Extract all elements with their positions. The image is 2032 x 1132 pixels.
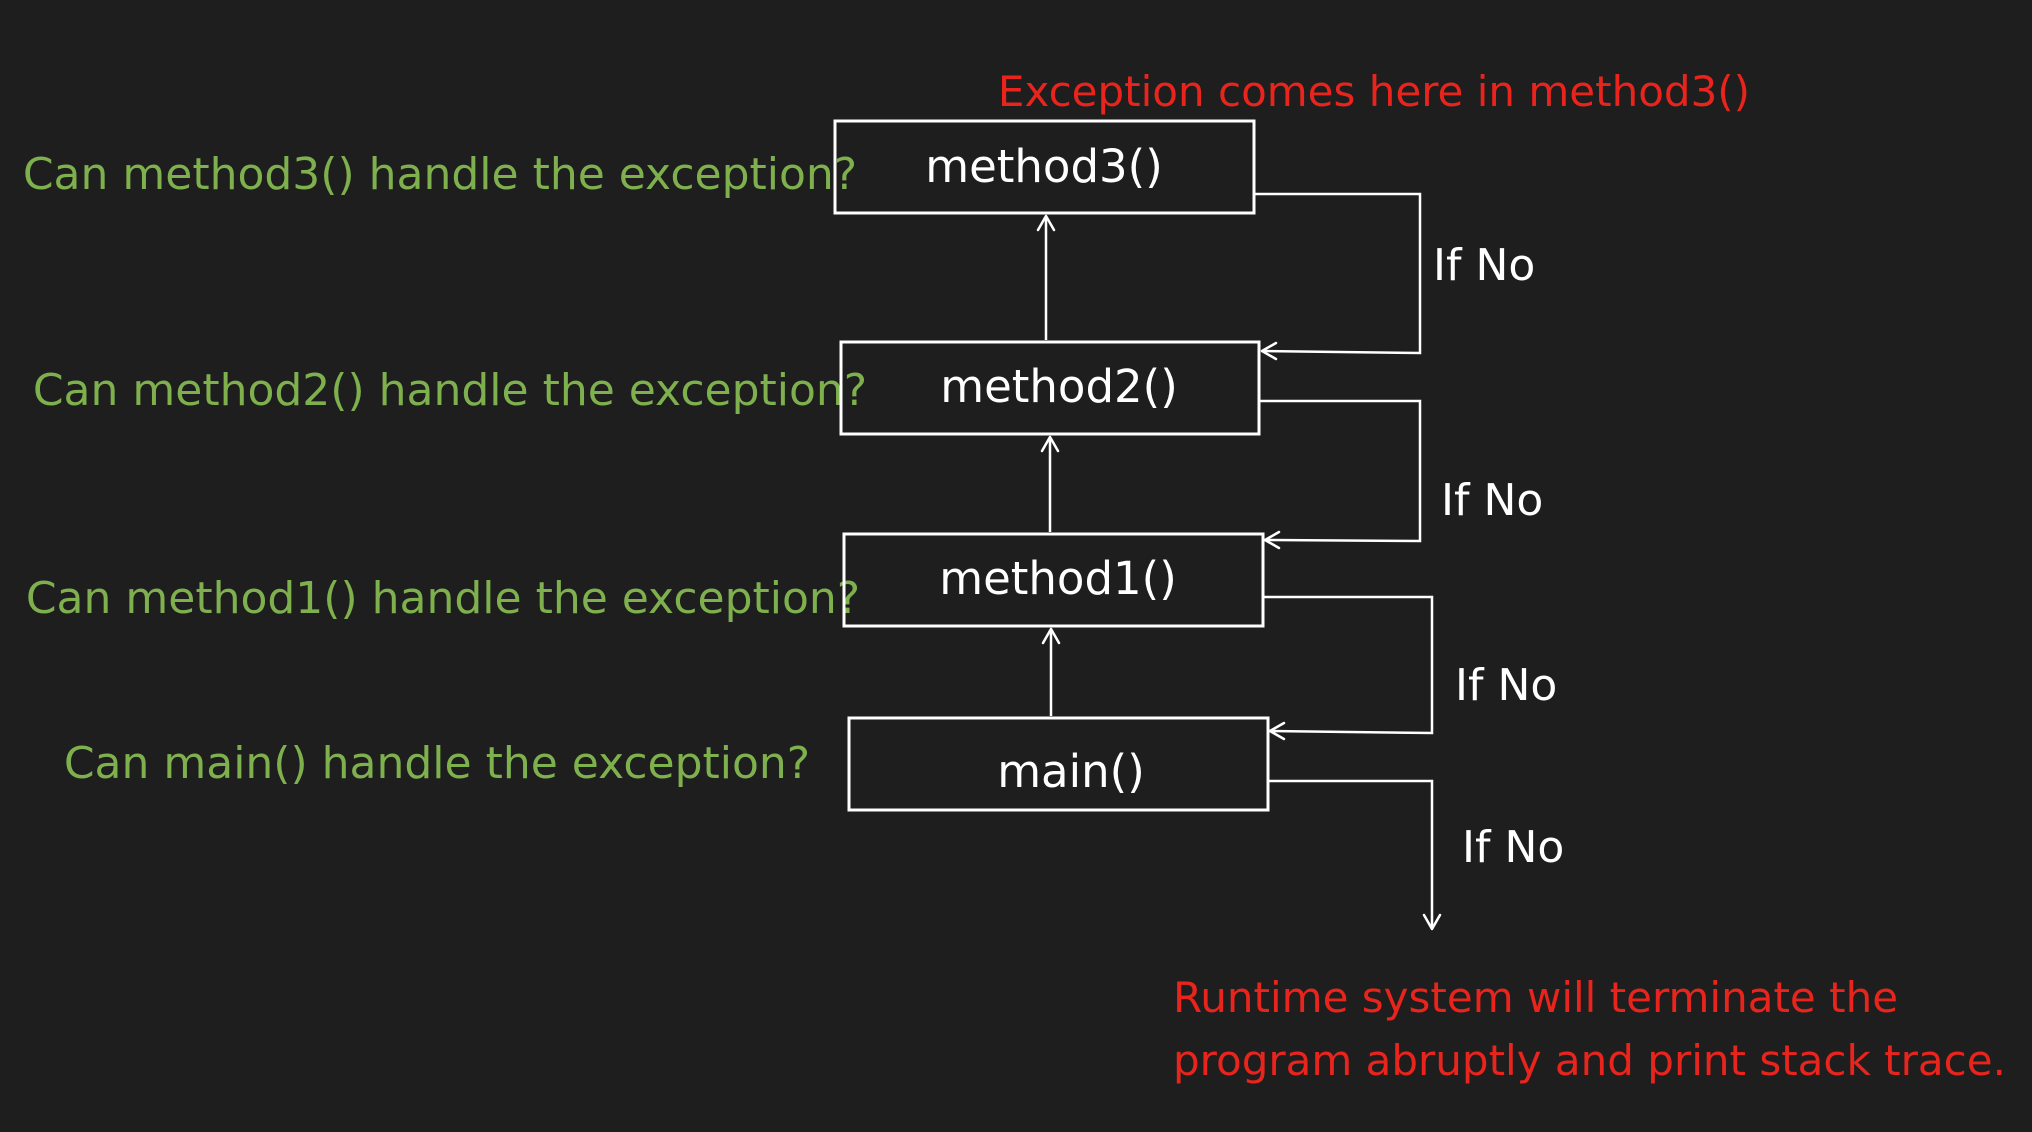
method2-label: method2() — [940, 360, 1178, 413]
call-arrow-main-to-method1 — [1041, 627, 1061, 716]
call-arrow-method2-to-method3 — [1036, 214, 1056, 340]
propagation-method1-to-main — [1263, 595, 1434, 741]
if-no-label-4: If No — [1462, 822, 1564, 873]
if-no-label-1: If No — [1433, 240, 1535, 291]
method3-box: method3() — [833, 119, 1256, 215]
question-main: Can main() handle the exception? — [64, 738, 810, 789]
question-method1: Can method1() handle the exception? — [26, 573, 860, 624]
if-no-label-2: If No — [1441, 475, 1543, 526]
propagation-main-to-runtime — [1268, 779, 1442, 931]
main-box: main() — [847, 716, 1270, 812]
question-method2: Can method2() handle the exception? — [33, 365, 867, 416]
main-label: main() — [997, 745, 1145, 798]
runtime-termination-note-line2: program abruptly and print stack trace. — [1173, 1036, 2006, 1085]
method1-box: method1() — [842, 532, 1265, 628]
propagation-method3-to-method2 — [1254, 192, 1422, 361]
question-method3: Can method3() handle the exception? — [23, 149, 857, 200]
method3-label: method3() — [925, 140, 1163, 193]
propagation-method2-to-method1 — [1259, 399, 1422, 550]
method1-label: method1() — [939, 552, 1177, 605]
runtime-termination-note-line1: Runtime system will terminate the — [1173, 973, 1898, 1022]
call-arrow-method1-to-method2 — [1040, 435, 1060, 532]
if-no-label-3: If No — [1455, 660, 1557, 711]
method2-box: method2() — [839, 340, 1261, 436]
exception-origin-note: Exception comes here in method3() — [998, 67, 1750, 116]
